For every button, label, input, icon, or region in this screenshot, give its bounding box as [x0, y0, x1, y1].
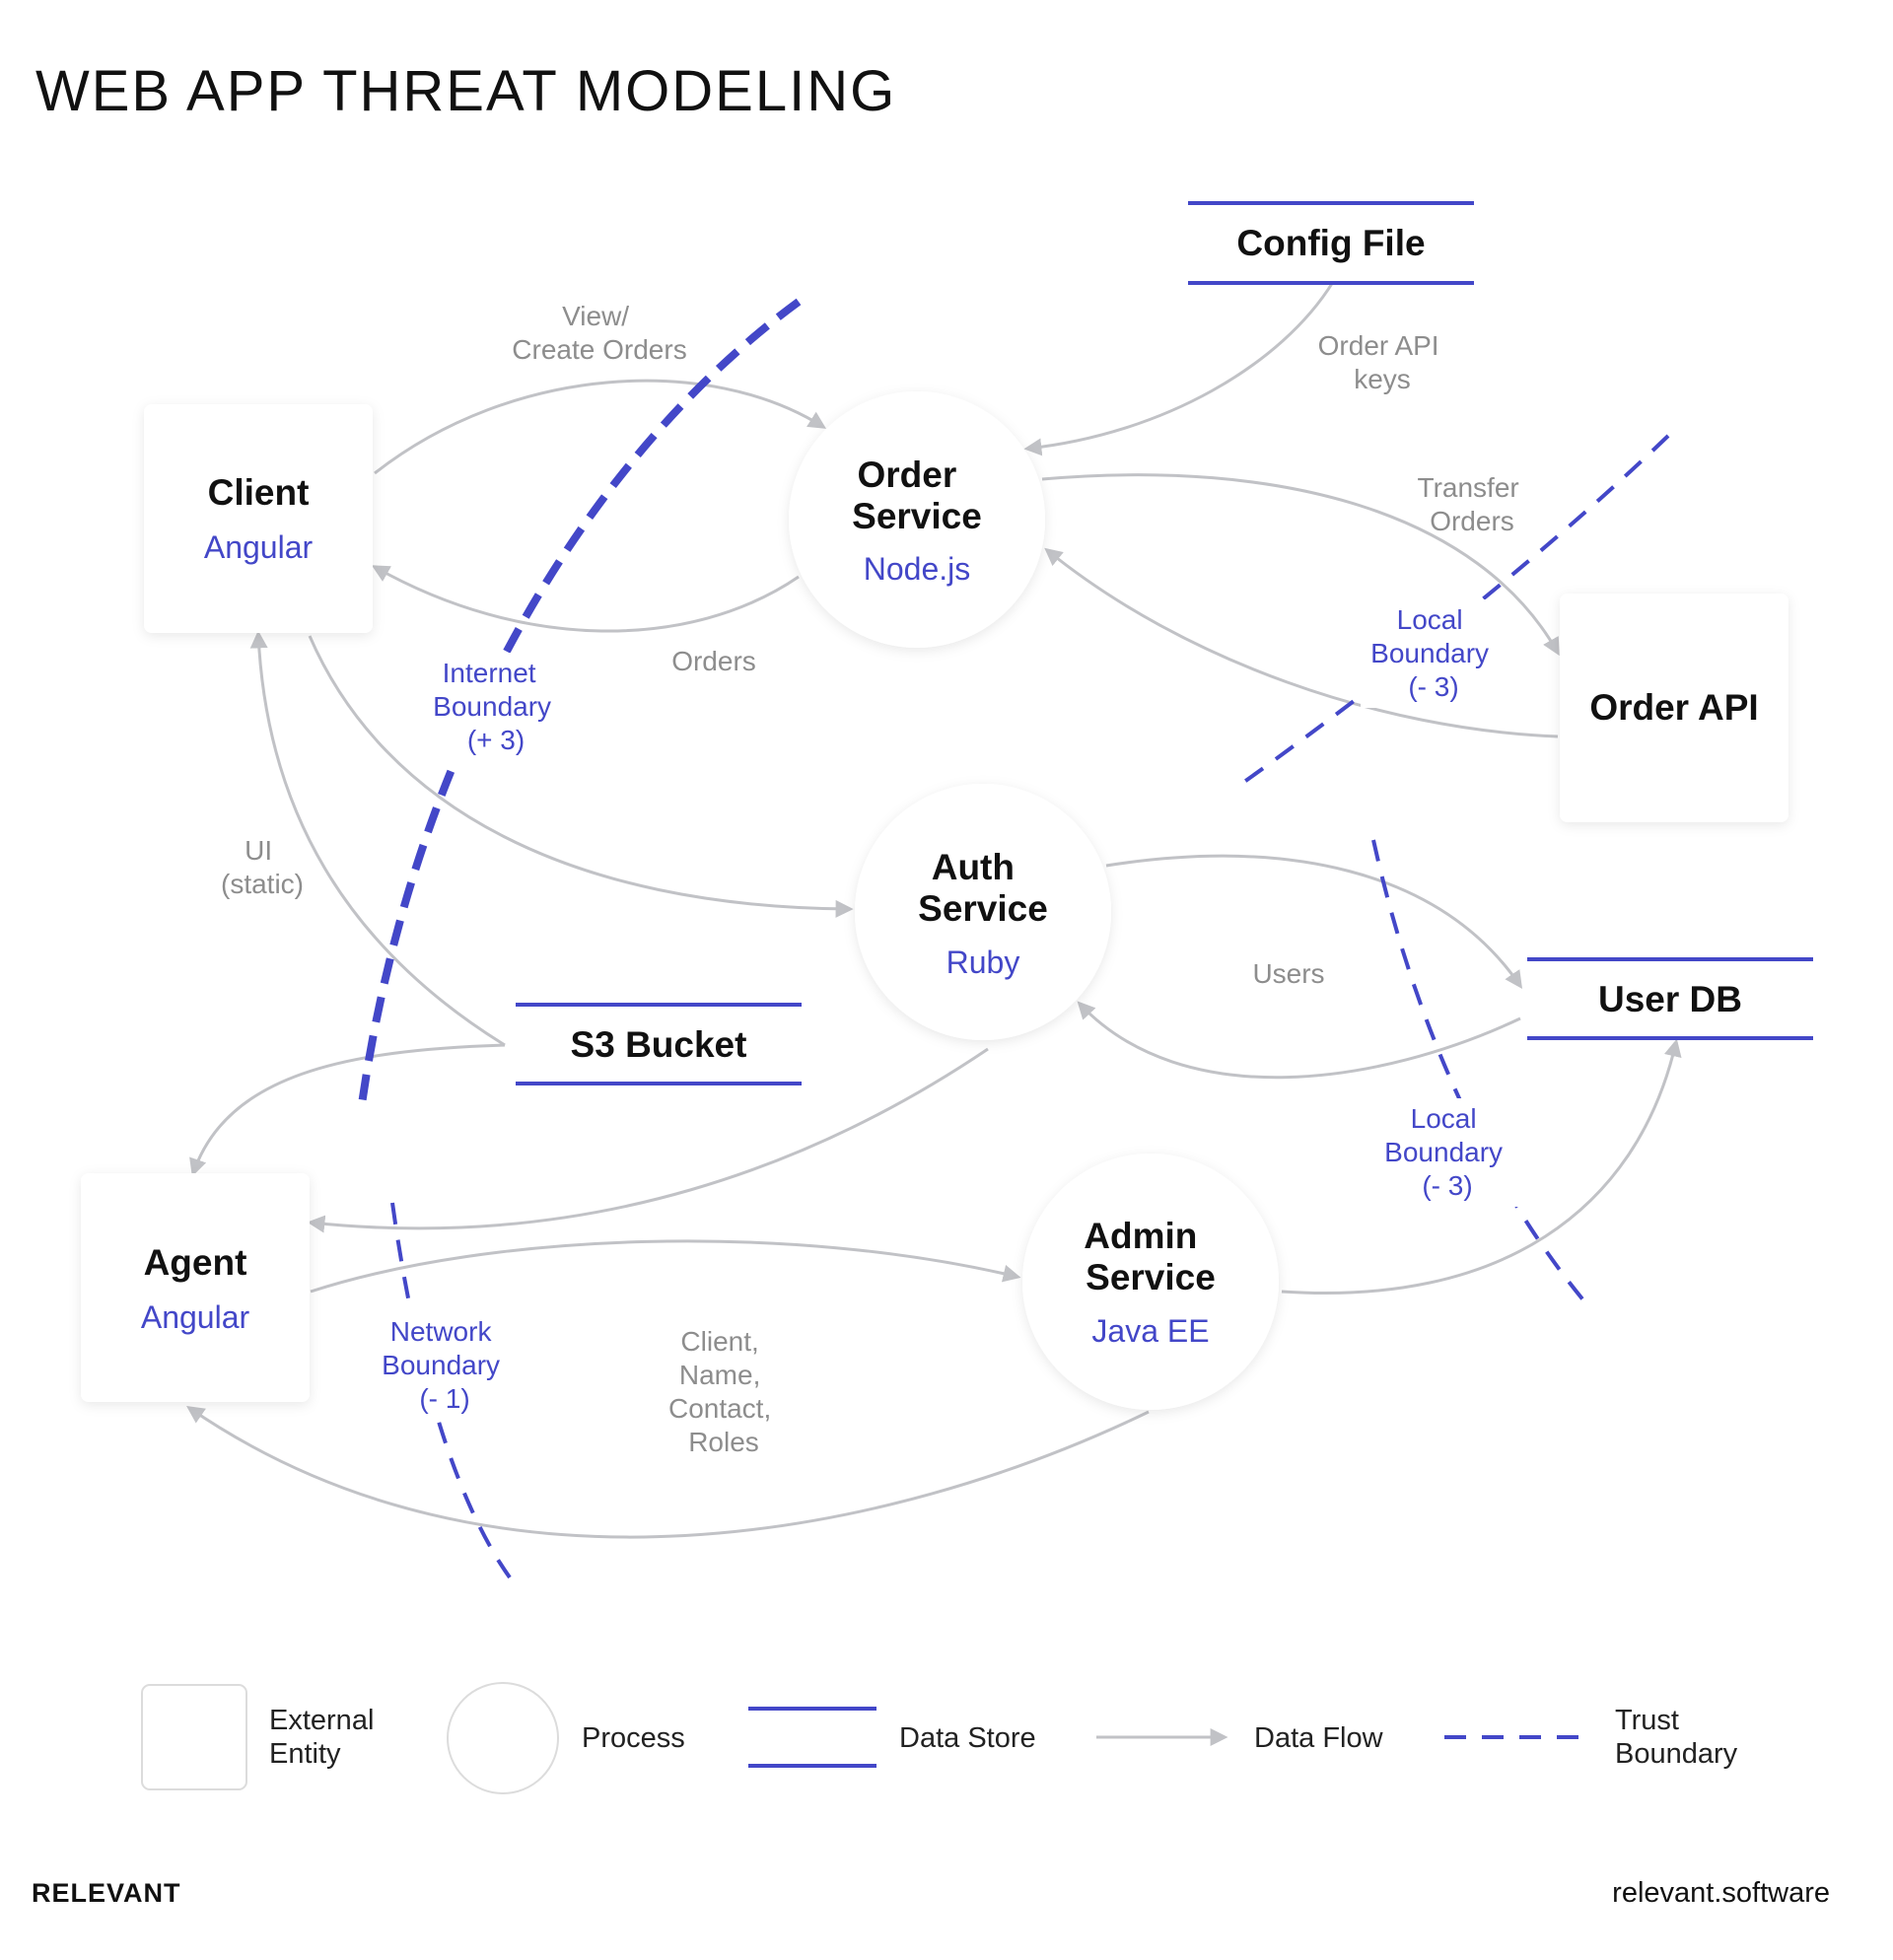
flow-label-users: Users [1252, 958, 1324, 989]
flow-s3-to-agent [189, 1043, 506, 1177]
legend-data-store-label: Data Store [899, 1722, 1036, 1754]
trust-boundaries [358, 298, 1670, 1579]
footer-website: relevant.software [1612, 1877, 1830, 1909]
flow-client-to-order-service [374, 379, 827, 475]
store-user-db: User DB [1527, 957, 1813, 1040]
agent-tech: Angular [141, 1299, 250, 1335]
flow-config-to-order-service [1023, 281, 1335, 456]
flow-auth-to-user-db [1105, 854, 1523, 989]
flow-labels: View/ Create Orders Orders Order API key… [221, 301, 1527, 1457]
store-config-file: Config File [1188, 201, 1474, 285]
entity-client: Client Angular [144, 404, 373, 633]
local-boundary-order-line [1242, 434, 1670, 784]
flow-admin-to-agent [186, 1405, 1150, 1539]
network-boundary-line [390, 1202, 512, 1579]
flow-client-to-auth-service [308, 635, 854, 918]
process-auth-service: Auth Service Ruby [855, 784, 1111, 1040]
boundary-label-network: Network Boundary (- 1) [382, 1316, 508, 1414]
flow-label-orders: Orders [671, 646, 756, 676]
page-title: WEB APP THREAT MODELING [35, 59, 896, 123]
legend-external-entity-symbol [141, 1684, 247, 1790]
order-api-title: Order API [1589, 687, 1758, 728]
boundary-label-local-order: Local Boundary (- 3) [1370, 604, 1497, 702]
s3-bucket-title: S3 Bucket [571, 1024, 747, 1065]
flow-label-view-create: View/ Create Orders [512, 301, 686, 365]
flow-order-service-to-order-api [1041, 473, 1560, 657]
order-service-tech: Node.js [864, 551, 971, 587]
flow-label-client-details: Client, Name, Contact, Roles [668, 1326, 779, 1457]
legend-process-symbol [447, 1682, 559, 1794]
legend-data-flow-label: Data Flow [1254, 1722, 1384, 1754]
flow-user-db-to-auth [1077, 1001, 1521, 1080]
flow-s3-to-client [249, 630, 506, 1047]
flow-order-service-to-client [371, 565, 800, 633]
flow-label-transfer-orders: Transfer Orders [1418, 472, 1527, 536]
order-service-title: Order Service [852, 455, 982, 536]
process-admin-service: Admin Service Java EE [1022, 1154, 1279, 1410]
data-flows [186, 281, 1682, 1539]
auth-service-tech: Ruby [946, 945, 1020, 980]
client-title: Client [208, 472, 310, 513]
boundary-labels: Internet Boundary (+ 3) Local Boundary (… [375, 599, 1523, 1420]
admin-service-tech: Java EE [1091, 1313, 1209, 1349]
flow-admin-to-user-db [1281, 1038, 1682, 1295]
store-s3-bucket: S3 Bucket [516, 1003, 802, 1085]
entity-agent: Agent Angular [81, 1173, 310, 1402]
flow-order-api-to-order-service [1044, 547, 1559, 738]
process-order-service: Order Service Node.js [789, 391, 1045, 648]
auth-service-title: Auth Service [918, 847, 1048, 929]
legend-process-label: Process [582, 1722, 685, 1754]
client-tech: Angular [204, 529, 314, 565]
user-db-title: User DB [1598, 979, 1742, 1019]
flow-auth-to-agent [307, 1047, 989, 1233]
agent-title: Agent [144, 1242, 247, 1283]
entity-order-api: Order API [1560, 594, 1788, 822]
footer-brand-logo: RELEVANT [32, 1878, 181, 1908]
flow-agent-to-admin-service [310, 1239, 1021, 1294]
config-file-title: Config File [1236, 223, 1425, 263]
admin-service-title: Admin Service [1084, 1216, 1216, 1297]
boundary-label-internet: Internet Boundary (+ 3) [433, 658, 559, 755]
legend-external-entity-label: External Entity [269, 1705, 382, 1770]
legend: External Entity Process Data Store Data … [141, 1682, 1738, 1794]
legend-trust-boundary-label: Trust Boundary [1615, 1705, 1738, 1770]
boundary-label-local-db: Local Boundary (- 3) [1384, 1103, 1510, 1201]
flow-label-ui-static: UI (static) [221, 835, 304, 899]
flow-label-order-api-keys: Order API keys [1318, 330, 1447, 394]
